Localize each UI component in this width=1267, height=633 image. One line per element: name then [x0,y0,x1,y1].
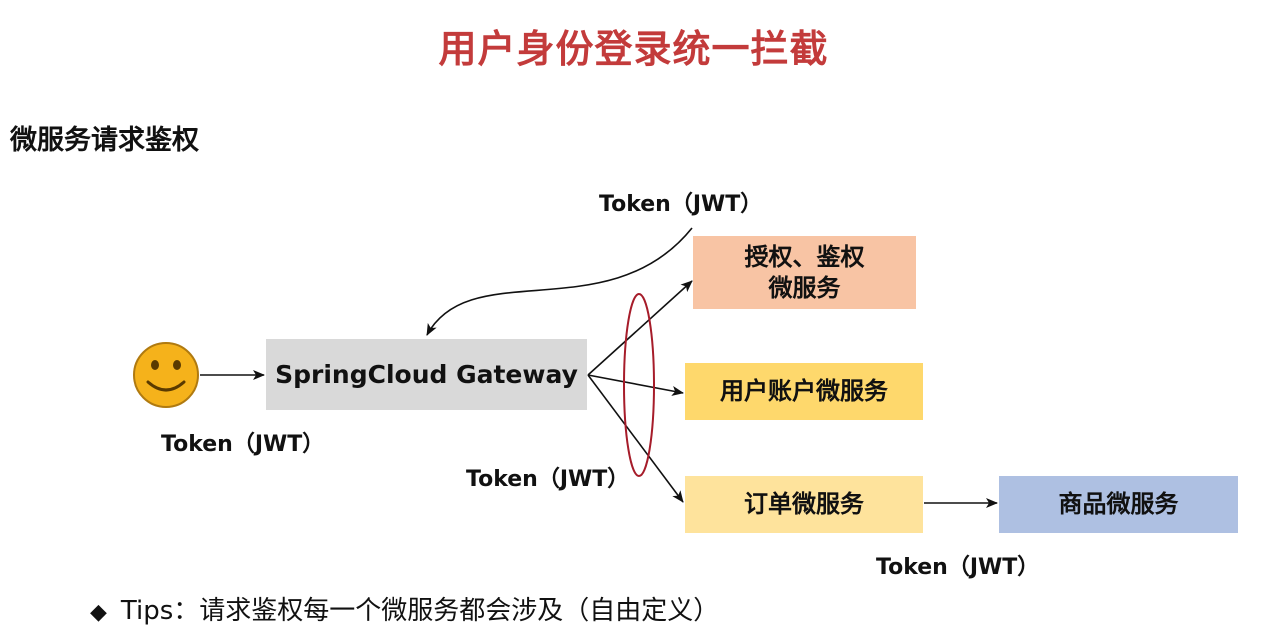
auth-service-label-line1: 授权、鉴权 [744,242,865,271]
auth-service-label-line2: 微服务 [768,273,841,302]
arrow-gateway-order [587,374,684,503]
token-label-auth: Token（JWT） [599,192,763,217]
arrow-gateway-account [587,374,684,396]
account-service-label: 用户账户微服务 [720,377,888,405]
product-service-box: 商品微服务 [999,476,1238,533]
arrow-gateway-auth [587,280,693,376]
gateway-label: SpringCloud Gateway [275,360,578,389]
order-service-label: 订单微服务 [744,490,864,518]
product-service-label: 商品微服务 [1058,490,1179,518]
tips-line: ◆ Tips：请求鉴权每一个微服务都会涉及（自由定义） [90,590,719,627]
token-label-gateway-out: Token（JWT） [466,467,630,492]
account-service-box: 用户账户微服务 [685,363,923,420]
diamond-bullet-icon: ◆ [90,600,107,625]
page-title: 用户身份登录统一拦截 [438,27,829,71]
tips-text: Tips：请求鉴权每一个微服务都会涉及（自由定义） [120,596,720,626]
auth-service-box: 授权、鉴权 微服务 [693,236,916,309]
arrow-token-to-gateway [426,227,693,336]
gateway-box: SpringCloud Gateway [266,339,587,410]
token-label-order-product: Token（JWT） [876,555,1040,580]
token-label-client: Token（JWT） [161,432,325,457]
smiley-face-icon [133,342,199,408]
order-service-box: 订单微服务 [685,476,923,533]
highlight-ellipse [623,293,655,477]
section-heading: 微服务请求鉴权 [10,125,199,156]
